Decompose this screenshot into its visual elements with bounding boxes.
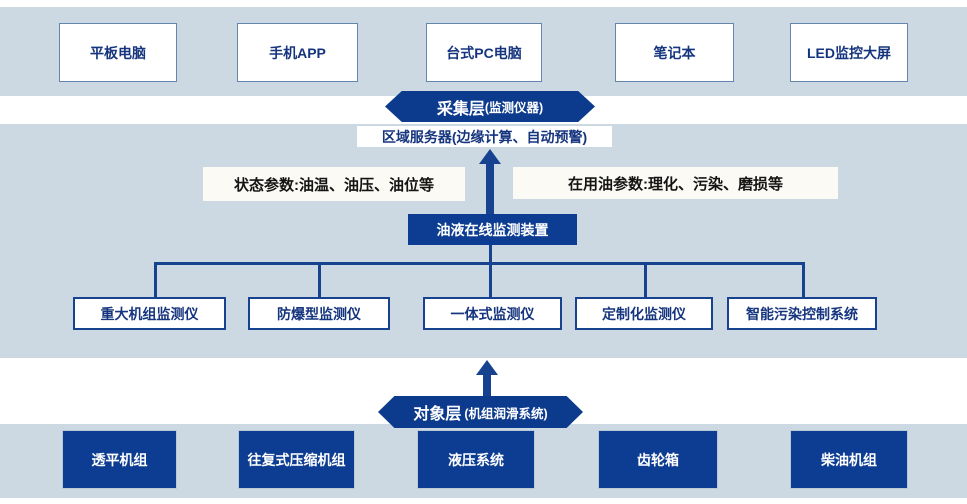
collection-layer-banner: 采集层(监测仪器) [385,91,595,122]
equipment-box-gearbox: 齿轮箱 [598,430,718,489]
monitor-box-pollution-control: 智能污染控制系统 [727,297,877,330]
object-layer-banner: 对象层(机组润滑系统) [378,396,583,428]
device-box-mobile-app: 手机APP [237,23,358,82]
connector-line [154,262,805,265]
up-arrow-icon [479,149,501,164]
device-box-laptop: 笔记本 [615,23,734,82]
monitor-box-customized: 定制化监测仪 [575,297,713,330]
up-arrow-shaft [486,163,494,215]
monitor-box-explosion-proof: 防爆型监测仪 [248,297,390,330]
device-box-led-screen: LED监控大屏 [790,23,908,82]
object-layer-title: 对象层 [413,406,462,423]
connector-line [489,245,492,297]
status-params-label: 状态参数:油温、油压、油位等 [203,167,465,201]
device-box-desktop-pc: 台式PC电脑 [426,23,542,82]
connector-line [644,262,647,297]
equipment-box-hydraulic-system: 液压系统 [417,430,535,489]
equipment-box-turbine: 透平机组 [62,430,177,489]
monitor-box-major-unit: 重大机组监测仪 [73,297,226,330]
collection-layer-title: 采集层 [436,100,485,118]
object-layer-subtitle: (机组润滑系统) [464,406,548,421]
equipment-box-reciprocating-compressor: 往复式压缩机组 [238,430,355,489]
oil-params-label: 在用油参数:理化、污染、磨损等 [513,167,838,199]
connector-line [802,262,805,297]
monitor-box-integrated: 一体式监测仪 [423,297,562,330]
device-box-tablet: 平板电脑 [59,23,177,82]
connector-line [154,262,157,297]
connector-line [318,262,321,297]
up-arrow-icon [476,360,498,375]
collection-layer-subtitle: (监测仪器) [484,101,544,115]
up-arrow-shaft [483,374,491,397]
equipment-box-diesel-unit: 柴油机组 [790,430,908,489]
online-monitor-box: 油液在线监测装置 [408,214,577,245]
regional-server-label: 区域服务器(边缘计算、自动预警) [357,126,612,147]
